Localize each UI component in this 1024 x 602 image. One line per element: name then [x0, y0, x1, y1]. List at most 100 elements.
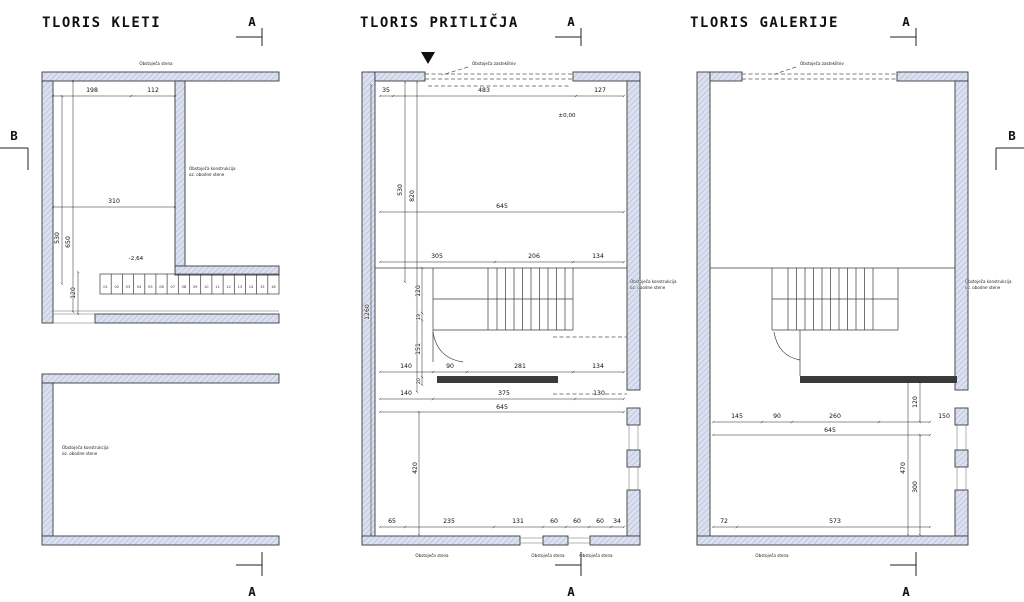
stair-number: 11 [215, 285, 220, 289]
pritlicja-windows [520, 425, 639, 544]
dim-label: 820 [409, 190, 416, 202]
dim-label: 470 [900, 462, 907, 474]
dim-label: 60 [550, 518, 558, 525]
annotation-label: oz. obodne stene [189, 172, 225, 177]
dim-label: 645 [824, 427, 836, 434]
section-letter: A [248, 584, 256, 599]
dim-label: 120 [70, 287, 77, 299]
dim-label: 310 [108, 198, 120, 205]
stair-number: 08 [182, 285, 187, 289]
entrance-arrow-icon [421, 52, 435, 64]
dim-label: 645 [496, 203, 508, 210]
stair-number: 01 [103, 285, 108, 289]
kleti-dimension-lines [51, 79, 177, 316]
stair-number: 04 [137, 285, 142, 289]
level-label: -2,64 [129, 256, 144, 262]
galerije-dimension-lines [711, 380, 932, 537]
annotation-label: Obstoječa stena [139, 61, 173, 66]
dim-label: 420 [412, 462, 419, 474]
dim-label: 134 [592, 253, 604, 260]
stair-arc [432, 331, 464, 363]
stair-number: 03 [126, 285, 131, 289]
dim-label: 90 [446, 363, 454, 370]
stair-treads [110, 274, 269, 294]
stair-number: 12 [226, 285, 231, 289]
dim-label: 120 [415, 285, 422, 297]
section-letter: A [248, 14, 256, 29]
dim-label: 19 [416, 314, 422, 320]
stair-number: 16 [271, 285, 276, 289]
dim-label: 281 [514, 363, 526, 370]
galerije-walls [696, 71, 969, 546]
dim-label: 35 [382, 87, 390, 94]
dim-label: 140 [400, 390, 412, 397]
kleti-stairs [99, 273, 280, 295]
dim-label: 112 [147, 87, 159, 94]
annotation-label: Obstoječa konstrukcija [965, 279, 1012, 284]
dim-label: 131 [512, 518, 524, 525]
annotation-label: oz. obodne stene [965, 285, 1001, 290]
plan-kleti [41, 71, 280, 546]
annotation-label: Obstoječa stena [579, 553, 613, 558]
annotation-label: Obstoječa konstrukcija [189, 166, 236, 171]
annotation-label: oz. obodne stene [62, 451, 98, 456]
dim-label: 60 [596, 518, 604, 525]
dim-label: 140 [400, 363, 412, 370]
dim-label: 300 [912, 481, 919, 493]
dim-label: 1260 [364, 304, 371, 320]
section-letter: B [10, 128, 18, 143]
kleti-floor-lines [53, 310, 279, 324]
dim-label: 151 [415, 343, 422, 355]
stair-treads [787, 268, 874, 330]
dim-label: 130 [593, 390, 605, 397]
annotation-label: Obstoječa stena [531, 553, 565, 558]
dim-label: 60 [573, 518, 581, 525]
dim-label: 235 [443, 518, 455, 525]
section-letter: A [567, 584, 575, 599]
dim-label: 305 [431, 253, 443, 260]
stair-number: 13 [238, 285, 243, 289]
stair-number: 05 [148, 285, 153, 289]
section-letter: A [567, 14, 575, 29]
pritlicja-walls [361, 71, 641, 546]
stair-number: 15 [260, 285, 265, 289]
dim-label: 34 [613, 518, 621, 525]
section-cut-marks [0, 28, 1024, 576]
section-letter: A [902, 584, 910, 599]
kleti-walls [41, 71, 280, 546]
stair-number: 09 [193, 285, 198, 289]
dim-label: 120 [912, 396, 919, 408]
section-letter: A [902, 14, 910, 29]
annotation-label: Obstoječa stena [415, 553, 449, 558]
annotation-label: Obstoječa stena [755, 553, 789, 558]
dim-label: 375 [498, 390, 510, 397]
section-letter: B [1008, 128, 1016, 143]
plan-title-pritlicja: TLORIS PRITLIČJA [360, 13, 519, 31]
plan-title-galerije: TLORIS GALERIJE [690, 15, 839, 31]
dim-label: 150 [938, 413, 950, 420]
annotation-label: Obstoječa zasteklitev [800, 61, 844, 66]
pritlicja-dimension-lines [369, 80, 626, 537]
dim-label: 72 [720, 518, 728, 525]
stair-treads [496, 268, 566, 330]
dim-label: 145 [731, 413, 743, 420]
stair-number: 14 [249, 285, 254, 289]
dim-label: 198 [86, 87, 98, 94]
stair-number: 07 [170, 285, 175, 289]
annotation-label: Obstoječa konstrukcija [62, 445, 109, 450]
pritlicja-stairs [375, 267, 627, 363]
dim-label: 530 [397, 184, 404, 196]
annotation-label: Obstoječa konstrukcija [630, 279, 677, 284]
level-label: ±0,00 [558, 113, 576, 119]
dim-label: 483 [478, 87, 490, 94]
dim-label: 573 [829, 518, 841, 525]
dim-label: 260 [829, 413, 841, 420]
dim-label: 206 [528, 253, 540, 260]
dim-label: 530 [54, 232, 61, 244]
stair-number: 02 [114, 285, 119, 289]
dim-label: 650 [65, 236, 72, 248]
dim-label: 65 [388, 518, 396, 525]
plan-pritlicja [361, 52, 641, 546]
